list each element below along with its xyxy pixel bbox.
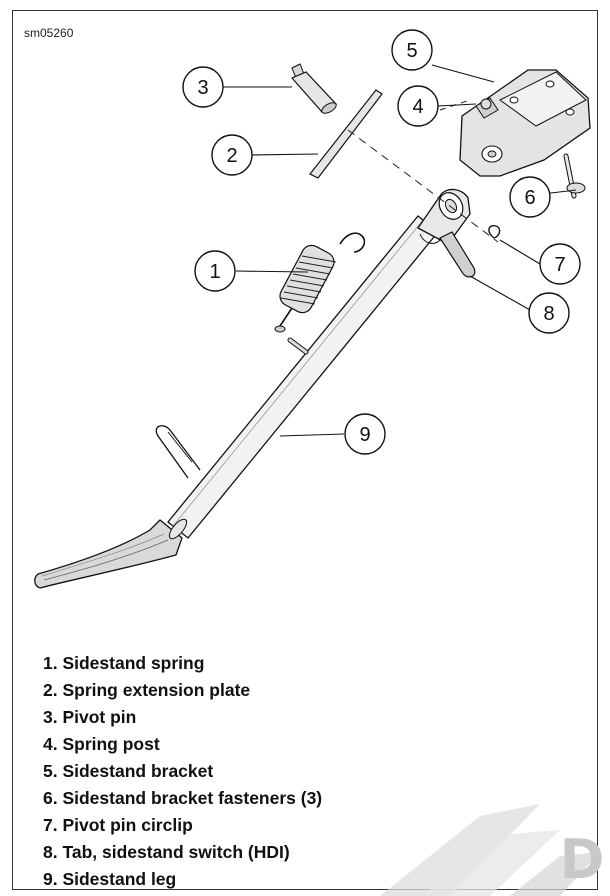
callout-3-label: 3 xyxy=(197,77,208,99)
legend-item: 5. Sidestand bracket xyxy=(43,761,214,781)
callout-6-label: 6 xyxy=(524,187,535,209)
legend-item: 1. Sidestand spring xyxy=(43,653,205,673)
legend-item: 8. Tab, sidestand switch (HDI) xyxy=(43,842,290,862)
pivot-pin-circlip xyxy=(488,224,501,239)
callout-1-label: 1 xyxy=(209,261,220,283)
callout-9: 9 xyxy=(344,413,386,455)
legend-item: 7. Pivot pin circlip xyxy=(43,815,193,835)
callout-8: 8 xyxy=(528,292,570,334)
callout-3: 3 xyxy=(182,66,224,108)
legend-item: 4. Spring post xyxy=(43,734,160,754)
legend-item: 6. Sidestand bracket fasteners (3) xyxy=(43,788,323,808)
callout-1: 1 xyxy=(194,250,236,292)
pivot-pin xyxy=(291,63,337,114)
callout-8-label: 8 xyxy=(543,303,554,325)
sidestand-leg xyxy=(34,188,471,589)
parts-legend: 1. Sidestand spring 2. Spring extension … xyxy=(43,650,322,893)
callout-6: 6 xyxy=(509,176,551,218)
callout-4-label: 4 xyxy=(412,96,423,118)
alignment-line xyxy=(347,129,499,243)
callout-2-label: 2 xyxy=(226,145,237,167)
watermark-letter: D xyxy=(560,828,605,891)
callout-7-label: 7 xyxy=(554,254,565,276)
callout-7: 7 xyxy=(539,243,581,285)
callout-9-label: 9 xyxy=(359,424,370,446)
switch-tab xyxy=(439,231,476,278)
watermark-logo: D xyxy=(360,786,610,896)
sidestand-bracket xyxy=(459,69,591,177)
callout-2: 2 xyxy=(211,134,253,176)
exploded-view-diagram: 3 2 1 5 4 6 7 8 9 xyxy=(34,29,591,589)
legend-item: 3. Pivot pin xyxy=(43,707,137,727)
callout-5-label: 5 xyxy=(406,40,417,62)
sidestand-spring xyxy=(274,232,366,355)
figure-id: sm05260 xyxy=(24,26,74,40)
legend-item: 9. Sidestand leg xyxy=(43,869,177,889)
callout-5: 5 xyxy=(391,29,433,71)
callout-4: 4 xyxy=(397,85,439,127)
legend-item: 2. Spring extension plate xyxy=(43,680,251,700)
spring-extension-plate xyxy=(309,89,383,179)
